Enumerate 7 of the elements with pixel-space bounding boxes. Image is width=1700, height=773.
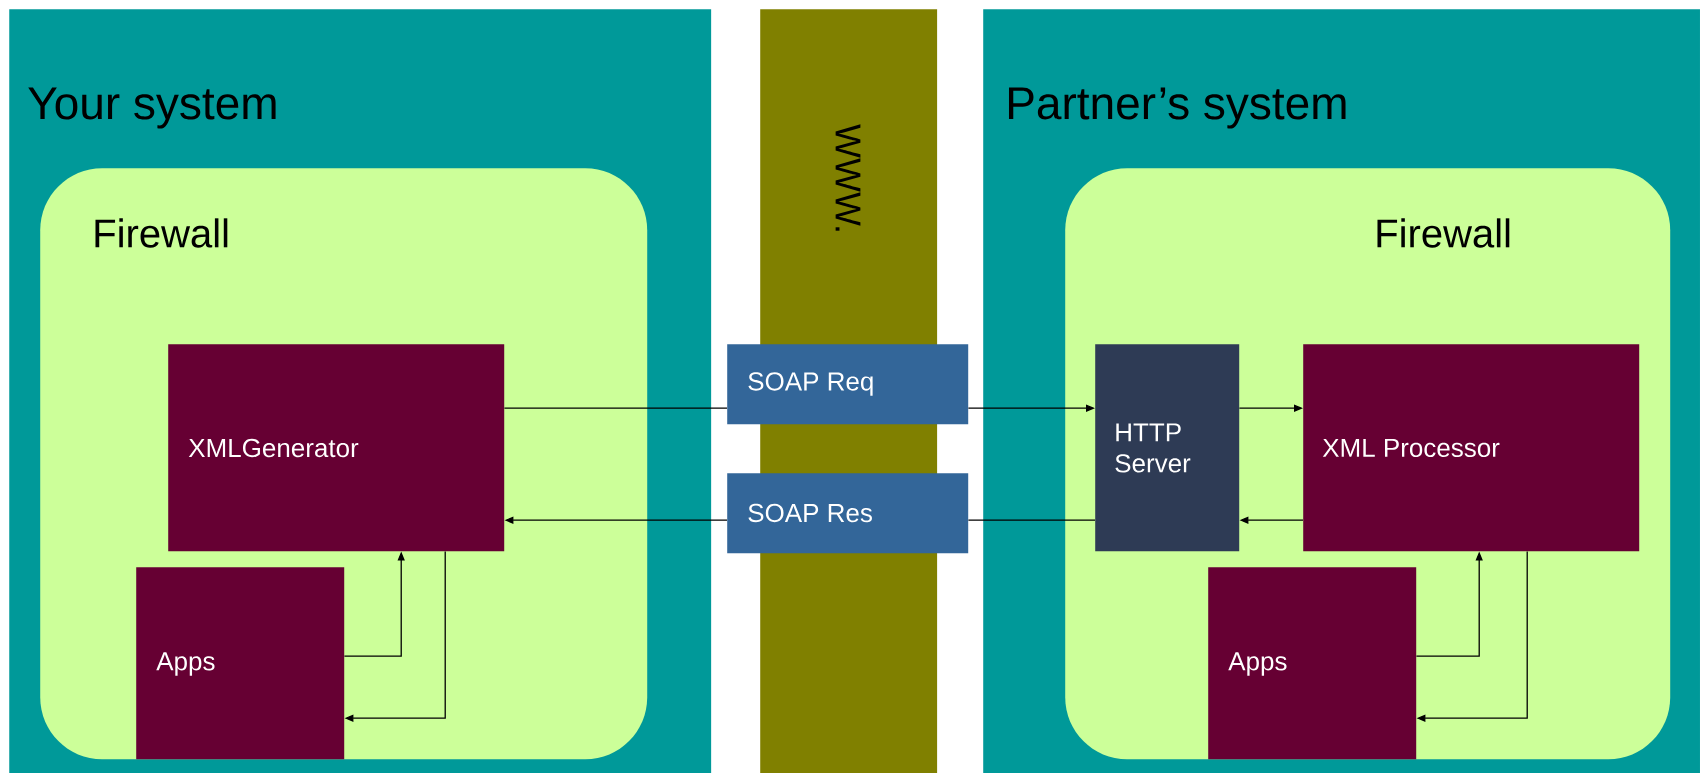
message-box: SOAP Res: [727, 473, 969, 554]
message-box: SOAP Req: [727, 344, 969, 425]
process-box: Apps: [1208, 567, 1417, 760]
server-box: HTTP Server: [1095, 344, 1240, 552]
process-box: XMLGenerator: [168, 344, 505, 552]
process-box: XML Processor: [1303, 344, 1640, 552]
process-box: Apps: [136, 567, 345, 760]
